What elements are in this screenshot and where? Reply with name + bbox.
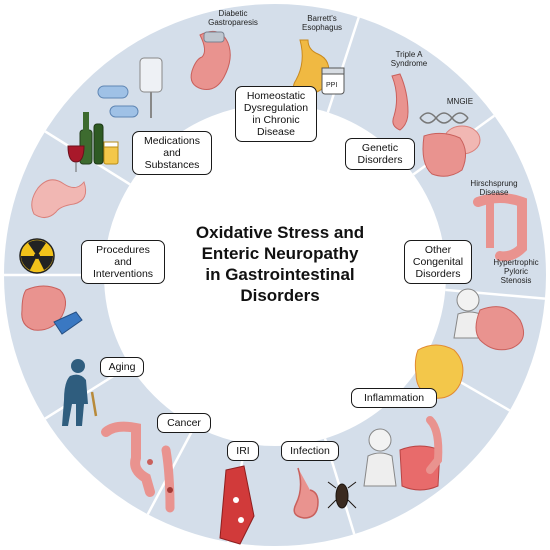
sublabel-line: Esophagus bbox=[301, 23, 343, 32]
sublabel-line: Syndrome bbox=[390, 59, 428, 68]
sublabel-barretts-esophagus: Barrett's Esophagus bbox=[292, 14, 352, 32]
category-label: Inflammation bbox=[363, 392, 425, 404]
stomach-icon bbox=[293, 467, 319, 519]
beer-mug-icon bbox=[103, 141, 119, 165]
bug-icon bbox=[327, 481, 357, 509]
sublabel-line: Triple A bbox=[395, 50, 423, 59]
sublabel-hypertrophic-pyloric-stenosis: Hypertrophic Pyloric Stenosis bbox=[484, 258, 548, 285]
title-line: Enteric Neuropathy bbox=[201, 244, 359, 263]
sublabel-line: Gastroparesis bbox=[208, 18, 258, 27]
blood-vessel-icon bbox=[161, 445, 175, 513]
baby-icon bbox=[363, 428, 397, 487]
capsule-icon bbox=[97, 85, 139, 118]
category-label: in Chronic bbox=[252, 114, 300, 126]
category-iri: IRI bbox=[227, 441, 259, 461]
category-genetic-disorders: Genetic Disorders bbox=[345, 138, 415, 170]
category-label: Disorders bbox=[415, 268, 461, 280]
category-label: Infection bbox=[290, 445, 330, 457]
category-label: and bbox=[114, 256, 132, 268]
category-label: Disease bbox=[257, 126, 295, 138]
category-label: Other bbox=[424, 244, 452, 256]
sublabel-line: MNGIE bbox=[446, 97, 474, 106]
category-medications-substances: Medications and Substances bbox=[132, 131, 212, 175]
category-label: Interventions bbox=[92, 268, 154, 280]
title-line: in Gastrointestinal bbox=[205, 265, 355, 284]
category-label: IRI bbox=[236, 445, 250, 457]
category-aging: Aging bbox=[100, 357, 144, 377]
category-label: Aging bbox=[108, 361, 136, 373]
category-label: and bbox=[163, 147, 181, 159]
intestine-icon bbox=[414, 344, 464, 399]
category-infection: Infection bbox=[281, 441, 339, 461]
sublabel-mngie: MNGIE bbox=[438, 97, 482, 106]
title-line: Disorders bbox=[240, 286, 320, 305]
sublabel-line: Diabetic bbox=[218, 9, 248, 18]
category-inflammation: Inflammation bbox=[351, 388, 437, 408]
stomach-icon bbox=[190, 30, 231, 90]
sublabel-hirschsprung-disease: Hirschsprung Disease bbox=[462, 179, 526, 197]
colon-icon bbox=[473, 193, 527, 262]
surgery-icon bbox=[21, 285, 83, 335]
category-label: Dysregulation bbox=[243, 102, 309, 114]
diagram-title: Oxidative Stress and Enteric Neuropathy … bbox=[170, 222, 390, 306]
stomach-icon bbox=[475, 306, 525, 351]
category-label: Procedures bbox=[96, 244, 150, 256]
sublabel-line: Barrett's bbox=[307, 14, 337, 23]
category-label: Homeostatic bbox=[246, 90, 306, 102]
blood-vessel-icon bbox=[219, 465, 255, 545]
iv-bag-icon bbox=[139, 57, 163, 118]
sublabel-diabetic-gastroparesis: Diabetic Gastroparesis bbox=[198, 9, 268, 27]
category-other-congenital-disorders: Other Congenital Disorders bbox=[404, 240, 472, 284]
dna-icon bbox=[419, 112, 469, 124]
category-cancer: Cancer bbox=[157, 413, 211, 433]
colon-icon bbox=[399, 416, 443, 491]
category-label: Medications bbox=[143, 135, 201, 147]
sublabel-line: Disease bbox=[479, 188, 509, 197]
category-label: Congenital bbox=[412, 256, 464, 268]
elderly-person-icon bbox=[62, 359, 98, 426]
category-label: Genetic bbox=[361, 142, 399, 154]
title-line: Oxidative Stress and bbox=[195, 223, 365, 242]
sublabel-line: Stenosis bbox=[500, 276, 532, 285]
sublabel-triple-a-syndrome: Triple A Syndrome bbox=[380, 50, 438, 68]
pill-bottle-icon bbox=[321, 67, 345, 95]
category-procedures-interventions: Procedures and Interventions bbox=[81, 240, 165, 284]
colon-icon bbox=[101, 421, 155, 497]
sublabel-ppi: PPI bbox=[326, 82, 338, 89]
intestine-icon bbox=[31, 179, 87, 218]
wine-glass-icon bbox=[67, 145, 85, 172]
category-label: Substances bbox=[144, 159, 200, 171]
category-label: Cancer bbox=[167, 417, 201, 429]
radiation-icon bbox=[19, 238, 55, 274]
ring-divider bbox=[326, 16, 360, 113]
sublabel-line: Hypertrophic bbox=[493, 258, 539, 267]
intestine-icon bbox=[422, 132, 466, 177]
esophagus-icon bbox=[391, 73, 409, 131]
category-homeostatic-dysregulation: Homeostatic Dysregulation in Chronic Dis… bbox=[235, 86, 317, 142]
sublabel-line: Hirschsprung bbox=[470, 179, 518, 188]
category-label: Disorders bbox=[357, 154, 403, 166]
sublabel-line: Pyloric bbox=[503, 267, 528, 276]
